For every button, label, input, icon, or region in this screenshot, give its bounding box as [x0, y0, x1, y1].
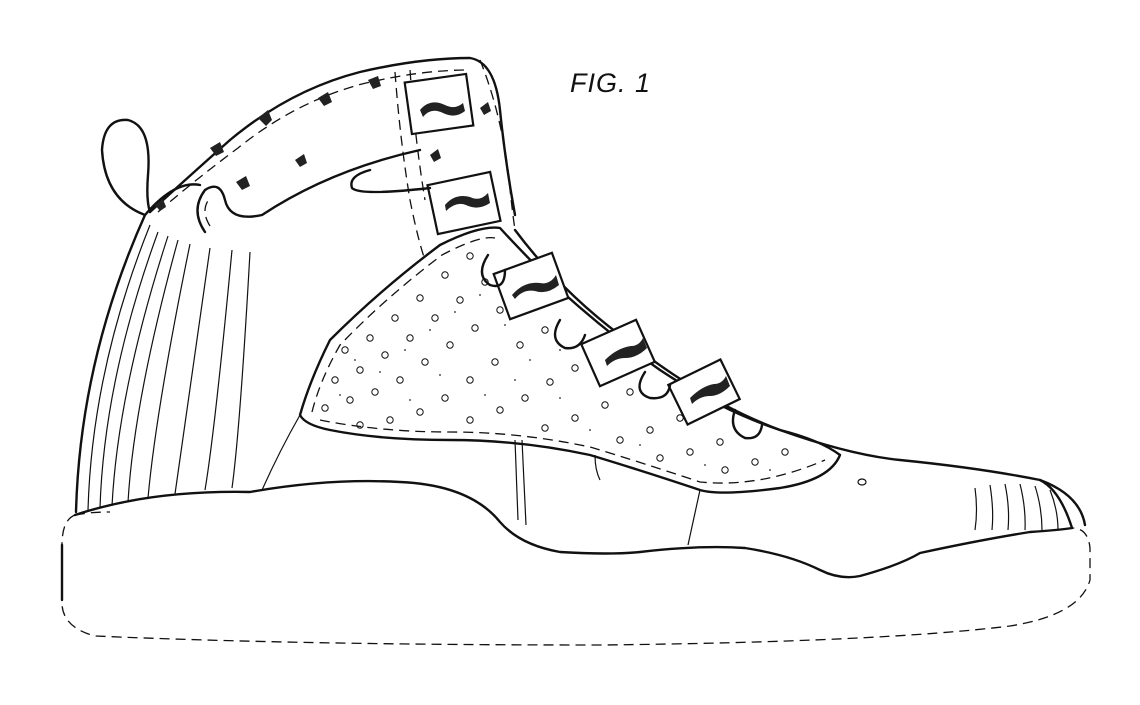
- toe-cap: [857, 478, 1059, 531]
- strap-2: [350, 168, 502, 236]
- sole: [61, 511, 1091, 646]
- collar-marks: [155, 76, 491, 211]
- heel-pull-loop: [100, 118, 152, 217]
- strap-1: [403, 72, 475, 136]
- strap-4: [553, 318, 657, 388]
- heel-counter: [74, 183, 251, 514]
- figure-label: FIG. 1: [570, 68, 652, 98]
- perforated-panel: [298, 226, 842, 494]
- strap-3: [480, 251, 570, 321]
- straps: [350, 72, 764, 440]
- quarter-lines: [261, 414, 701, 546]
- texture-dots: [339, 294, 771, 471]
- strap-5: [638, 358, 764, 440]
- midsole: [60, 479, 1074, 602]
